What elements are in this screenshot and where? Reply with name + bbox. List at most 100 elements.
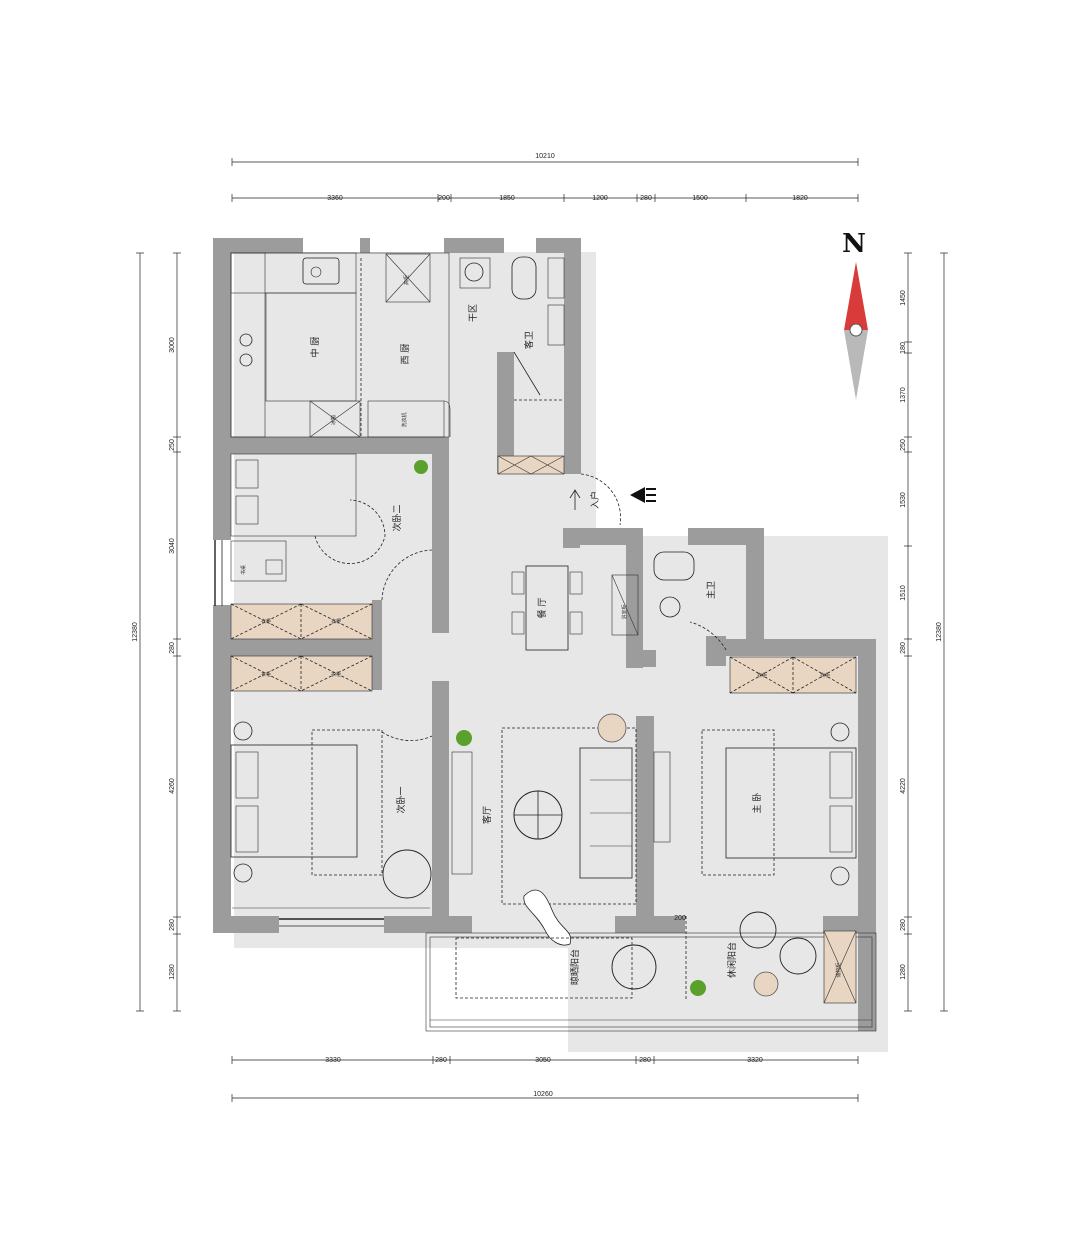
closet-label-2: 衣柜 <box>331 618 341 625</box>
tv-cabinet <box>451 751 473 875</box>
closet-label-4: 衣柜 <box>331 671 341 678</box>
room-second-bedroom-1: 次卧一 <box>395 786 407 813</box>
second-bedroom-2: 次卧二 书桌 衣柜 衣柜 <box>214 453 433 640</box>
side-table-icon <box>597 713 627 743</box>
closet-label-3: 衣柜 <box>261 671 271 678</box>
right-total-dimension: 12380 <box>936 622 943 642</box>
entrance-arrow-icon <box>630 487 645 503</box>
bottom-dim-2: 280 <box>435 1057 447 1064</box>
bottom-dimensions: 3330 280 3050 280 3320 10260 <box>231 1056 859 1102</box>
bottom-total-dimension: 10260 <box>533 1091 553 1098</box>
dining-area: 餐 厅 <box>511 565 583 651</box>
left-dimensions: 12380 3000 250 3040 280 4260 280 1280 <box>132 252 181 1012</box>
room-western-kitchen: 西 厨 <box>400 344 411 365</box>
living-room: 客厅 <box>451 713 637 946</box>
master-bath: 主卫 浴室柜 <box>611 551 727 651</box>
top-dim-2: 200 <box>438 195 450 202</box>
room-dining: 餐 厅 <box>536 598 548 619</box>
closet-row-1: 衣柜 衣柜 <box>230 603 373 640</box>
fridge-label: 冰箱 <box>330 415 337 425</box>
left-dim-1: 3000 <box>169 337 176 353</box>
right-dimensions: 1450 180 1370 250 1530 1510 280 4220 280… <box>900 252 948 1012</box>
entrance: 入户 <box>569 473 656 526</box>
basin-icon <box>464 262 484 282</box>
basin-icon <box>659 596 681 618</box>
room-sun-balcony: 晾晒阳台 <box>569 949 581 985</box>
lamp-icon <box>233 863 253 883</box>
room-chinese-kitchen: 中 厨 <box>309 337 321 358</box>
storage-label: 储物柜 <box>835 962 842 977</box>
closet-row-2: 衣柜 衣柜 <box>230 655 373 692</box>
compass-arrow-north <box>844 262 868 330</box>
plant-icon <box>690 980 706 996</box>
tall-cabinet-label: 高柜 <box>403 275 410 285</box>
inner-dimension-200: 200 <box>674 915 686 922</box>
toilet-icon <box>653 551 695 581</box>
stove-burner-icon <box>239 333 253 347</box>
lamp-icon <box>830 722 850 742</box>
chair-icon <box>739 911 777 949</box>
plant-icon <box>414 460 428 474</box>
top-dimensions: 10210 3360 200 1850 1200 280 1500 1820 <box>231 153 859 202</box>
right-dim-2: 180 <box>900 342 907 354</box>
sink-icon <box>302 257 340 285</box>
bed <box>230 744 358 858</box>
master-closet: 衣柜 衣柜 <box>729 656 857 694</box>
sun-balcony: 晾晒阳台 <box>455 937 706 999</box>
washer-label: 洗衣机 <box>401 412 408 427</box>
lamp-icon <box>830 866 850 886</box>
right-dim-7: 280 <box>900 642 907 654</box>
closet-label-1: 衣柜 <box>261 618 271 625</box>
master-closet-label-2: 衣柜 <box>820 672 830 679</box>
kitchen-area: 中 厨 西 厨 冰箱 洗衣机 <box>230 252 451 438</box>
top-dim-7: 1820 <box>792 195 808 202</box>
left-dim-4: 280 <box>169 642 176 654</box>
room-leisure-balcony: 休闲阳台 <box>726 942 738 978</box>
storage-cabinet <box>497 455 565 475</box>
left-dim-6: 280 <box>169 919 176 931</box>
stove-burner-icon <box>239 353 253 367</box>
left-dim-2: 250 <box>169 439 176 451</box>
lamp-icon <box>233 721 253 741</box>
right-dim-1: 1450 <box>900 290 907 306</box>
right-dim-8: 4220 <box>900 778 907 794</box>
room-master-bedroom: 主 卧 <box>751 793 763 814</box>
master-bed <box>725 747 857 859</box>
tv-cabinet <box>653 751 671 843</box>
bottom-dim-1: 3330 <box>325 1057 341 1064</box>
top-dim-1: 3360 <box>327 195 343 202</box>
tall-cabinet <box>385 253 431 303</box>
top-dim-5: 280 <box>640 195 652 202</box>
north-label: N <box>842 229 866 259</box>
second-bedroom-1: 衣柜 衣柜 次卧一 <box>230 655 472 927</box>
compass-arrow-south <box>844 330 868 400</box>
top-dim-6: 1500 <box>692 195 708 202</box>
plant-icon <box>456 730 472 746</box>
top-dim-4: 1200 <box>592 195 608 202</box>
wash-cabinet-label: 浴室柜 <box>621 604 628 619</box>
master-bedroom: 衣柜 衣柜 主 卧 <box>653 656 857 886</box>
compass: N <box>842 229 868 400</box>
right-dim-10: 1280 <box>900 964 907 980</box>
room-guest-bath: 客卫 <box>523 331 535 349</box>
washer <box>367 400 445 438</box>
dog-bed-icon <box>523 889 572 946</box>
top-total-dimension: 10210 <box>535 153 555 160</box>
right-dim-3: 1370 <box>900 387 907 403</box>
left-total-dimension: 12380 <box>132 622 139 642</box>
toilet-icon <box>511 256 537 300</box>
dining-table <box>525 565 569 651</box>
leisure-balcony: 200 休闲阳台 储物柜 <box>674 911 857 1004</box>
right-dim-5: 1530 <box>900 492 907 508</box>
chair-icon <box>382 849 432 899</box>
chair-icon <box>779 937 817 975</box>
left-dim-7: 1280 <box>169 964 176 980</box>
left-dim-3: 3040 <box>169 538 176 554</box>
bottom-dim-4: 280 <box>639 1057 651 1064</box>
right-dim-6: 1510 <box>900 585 907 601</box>
side-table-icon <box>753 971 779 997</box>
guest-bath-area: 干区 客卫 <box>459 256 565 475</box>
bottom-dim-5: 3320 <box>747 1057 763 1064</box>
lounge-chair-icon <box>611 944 657 990</box>
